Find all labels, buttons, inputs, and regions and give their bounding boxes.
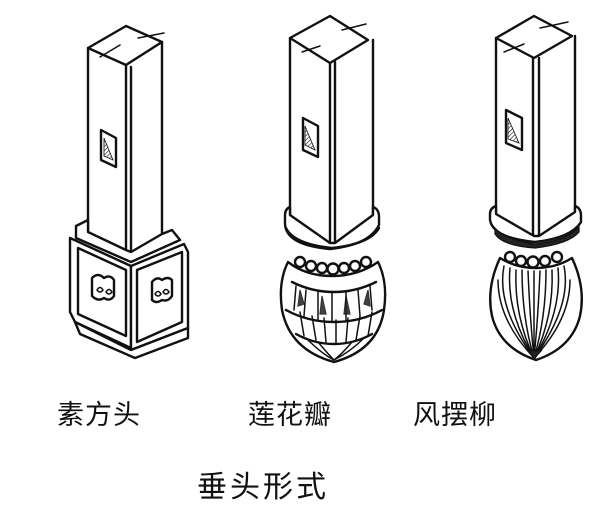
post-top-face: [86, 24, 164, 67]
label-lotus-petal: 莲花瓣: [248, 400, 332, 431]
lotus-bulb: [279, 260, 387, 364]
base-side-face: [129, 242, 190, 352]
lotus-collar: [283, 205, 381, 251]
lotus-bead-row: [293, 255, 373, 276]
label-plain-square: 素方头: [57, 400, 141, 431]
post-top-face: [288, 14, 370, 65]
base-bottom-ledge: [73, 320, 190, 360]
willow-collar: [488, 204, 583, 244]
figure-title: 垂头形式: [197, 470, 329, 505]
plain-square-pendant: [68, 24, 190, 360]
base-upper-ledge: [74, 218, 182, 264]
willow-pendant: [488, 14, 583, 362]
lotus-petal-pendant: [279, 14, 387, 364]
label-willow: 风摆柳: [413, 400, 497, 431]
post-top-face: [494, 14, 574, 60]
